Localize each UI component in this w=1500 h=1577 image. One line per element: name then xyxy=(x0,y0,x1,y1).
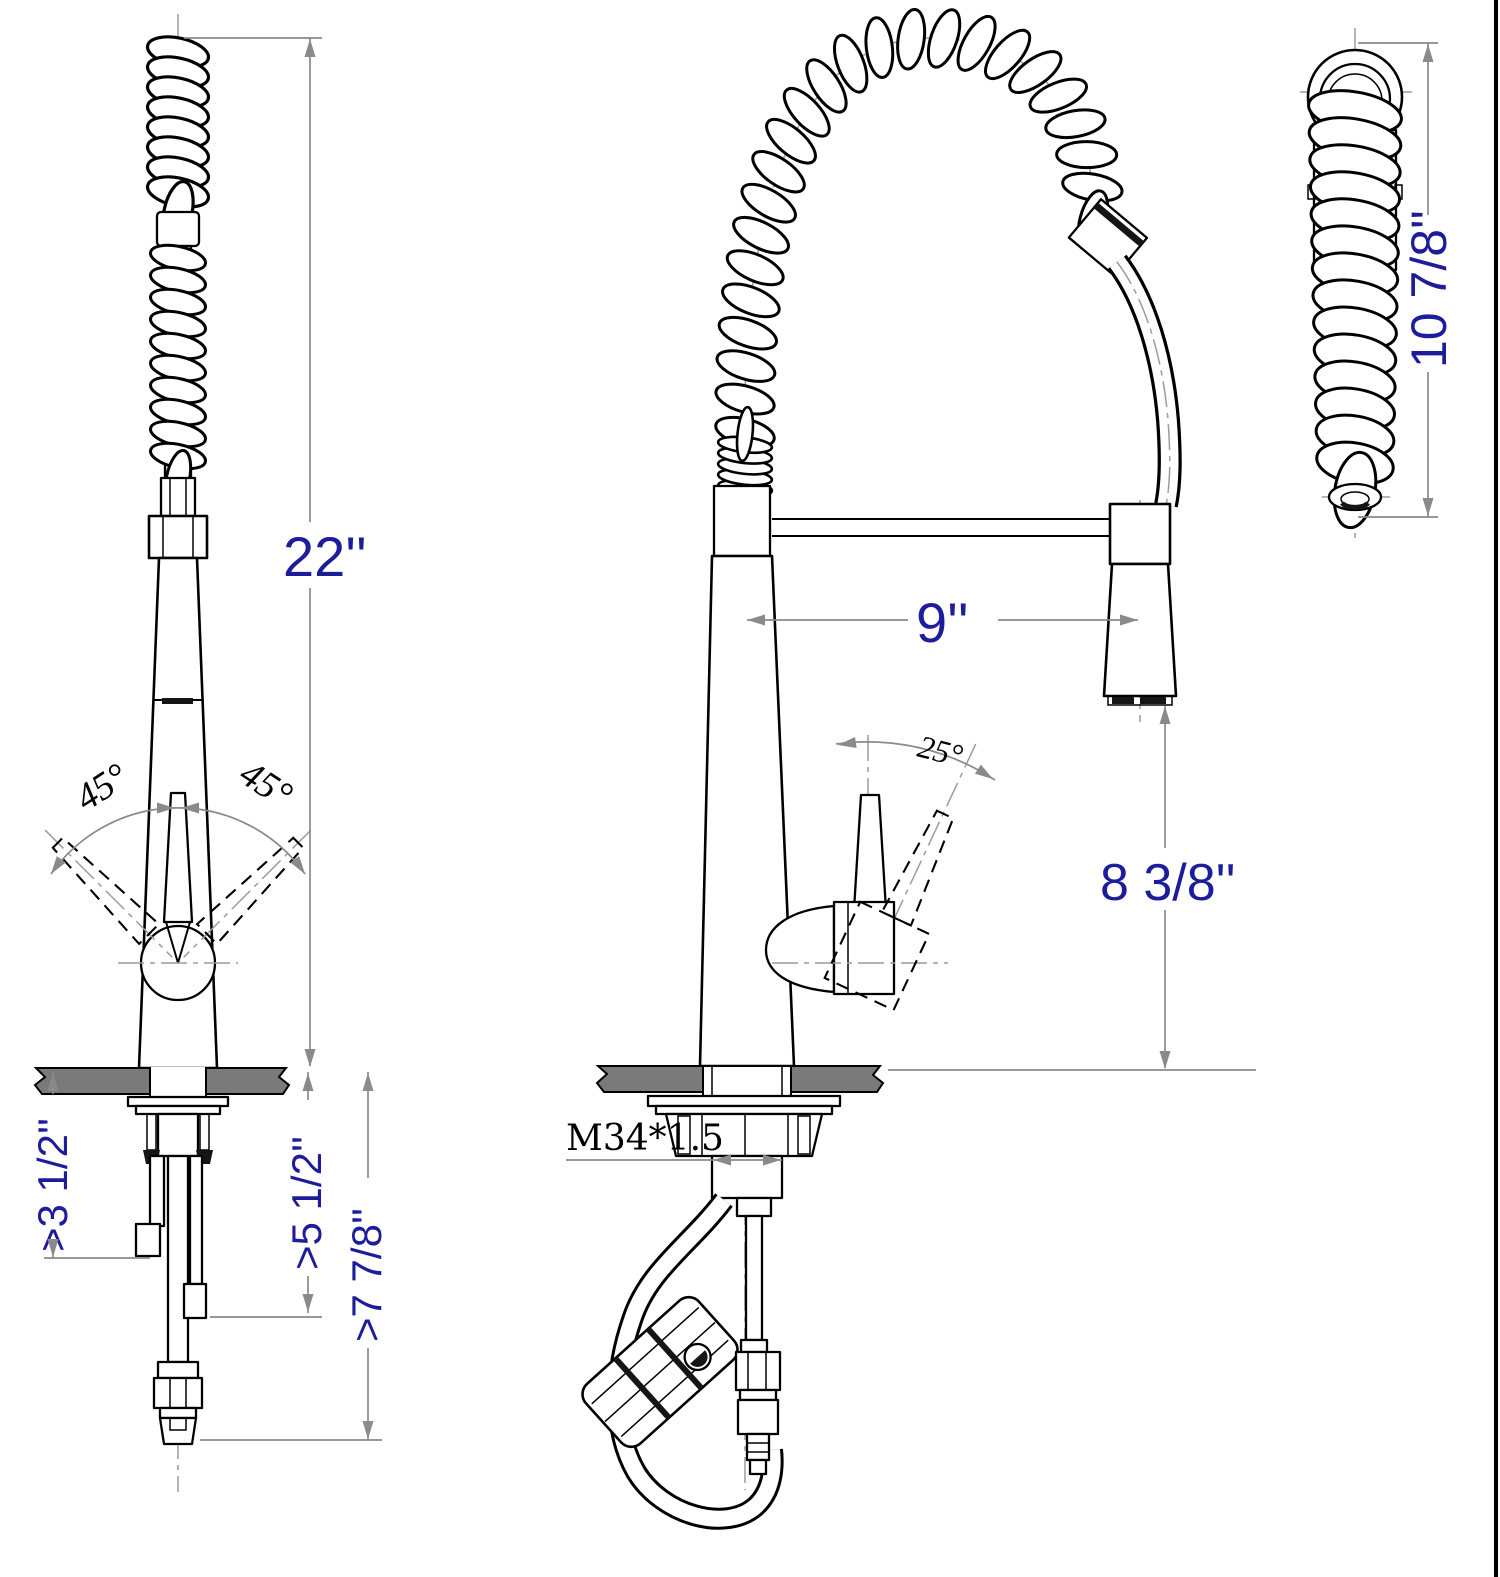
mount-nut-side xyxy=(664,1112,824,1158)
dimension-label-sprayer-length: 10 7/8'' xyxy=(1401,210,1457,368)
supply-ribs xyxy=(745,1432,771,1462)
swing-arc xyxy=(50,807,306,875)
fitting-collar xyxy=(156,1360,200,1380)
mount-bolt-right xyxy=(199,1113,210,1151)
supply-elbow xyxy=(134,1222,162,1258)
spring-coil-top-view xyxy=(1307,89,1403,530)
front-view: 22'' >3 1/2'' >5 1/2'' >7 7/8'' 45° 45° xyxy=(29,14,390,1492)
supply-hex-nut xyxy=(734,1350,782,1392)
mount-bolt-left xyxy=(146,1113,157,1151)
dimension-label-clearance-full: >7 7/8'' xyxy=(343,1208,390,1342)
faucet-body-side xyxy=(698,554,796,1068)
angle-label-handle-tilt: 25° xyxy=(914,728,966,774)
spout-neck xyxy=(712,484,772,558)
supply-line xyxy=(744,1214,764,1342)
dimension-label-thread: M34*1.5 xyxy=(566,1118,724,1159)
spring-collar xyxy=(155,210,201,248)
top-view: 10 7/8'' xyxy=(1300,28,1457,540)
sprayer-holder-side xyxy=(1108,502,1172,566)
side-view: 9'' 8 3/8'' M34*1.5 25° xyxy=(566,7,1256,1530)
dimension-spout-reach: 9'' xyxy=(747,591,1138,654)
fitting-cap xyxy=(158,1416,198,1446)
mount-washer xyxy=(134,1104,222,1116)
supply-collar xyxy=(735,1196,773,1218)
sprayer-nozzle xyxy=(1107,695,1173,706)
supply-fitting xyxy=(736,1398,780,1436)
fitting-hex-nut xyxy=(152,1376,204,1410)
mount-flange-side xyxy=(646,1094,842,1108)
mount-flange xyxy=(126,1095,230,1108)
handle-cartridge xyxy=(832,900,896,996)
angle-label-swing-left: 45° xyxy=(68,755,135,819)
dimension-overall-height: 22'' xyxy=(184,37,367,1066)
spring-coil-arc xyxy=(714,7,1124,449)
dimension-label-overall-height: 22'' xyxy=(283,525,367,588)
dimension-label-spout-height: 8 3/8'' xyxy=(1100,854,1236,912)
handle-ghost-tilted xyxy=(823,809,955,1012)
supply-tube-left xyxy=(148,1154,166,1228)
handle-lever-side xyxy=(852,793,888,912)
handle-lever xyxy=(162,791,194,924)
dimension-clearance-full: >7 7/8'' xyxy=(200,1072,390,1441)
fitting-washer xyxy=(158,1406,198,1420)
dimension-thread: M34*1.5 xyxy=(566,1118,782,1161)
mount-washer-side xyxy=(654,1104,834,1116)
dimension-label-clearance-mid: >5 1/2'' xyxy=(283,1136,330,1270)
dimension-spout-height: 8 3/8'' xyxy=(888,706,1256,1071)
dimension-label-clearance-deck: >3 1/2'' xyxy=(29,1118,76,1252)
supply-coupler xyxy=(182,1282,208,1320)
sprayer-holder xyxy=(147,514,209,560)
sprayer-head xyxy=(1102,562,1178,698)
spout-joint xyxy=(159,476,197,518)
dimension-clearance-mid: >5 1/2'' xyxy=(210,1072,330,1318)
dimension-sprayer-length: 10 7/8'' xyxy=(1358,42,1457,518)
mount-bracket xyxy=(156,1112,200,1158)
hose-weight xyxy=(581,1295,739,1449)
spring-end-collar xyxy=(1067,198,1149,278)
dimension-label-spout-reach: 9'' xyxy=(916,591,969,654)
angle-label-swing-right: 45° xyxy=(232,752,299,816)
supply-tube-center xyxy=(166,1154,190,1364)
handle-dome xyxy=(764,904,836,994)
supply-tube-right xyxy=(188,1154,204,1286)
spring-coil-lower xyxy=(149,243,207,507)
spring-coil-base xyxy=(716,405,774,498)
handle-ghost-left xyxy=(44,829,173,958)
handle-ghost-right xyxy=(183,829,312,958)
